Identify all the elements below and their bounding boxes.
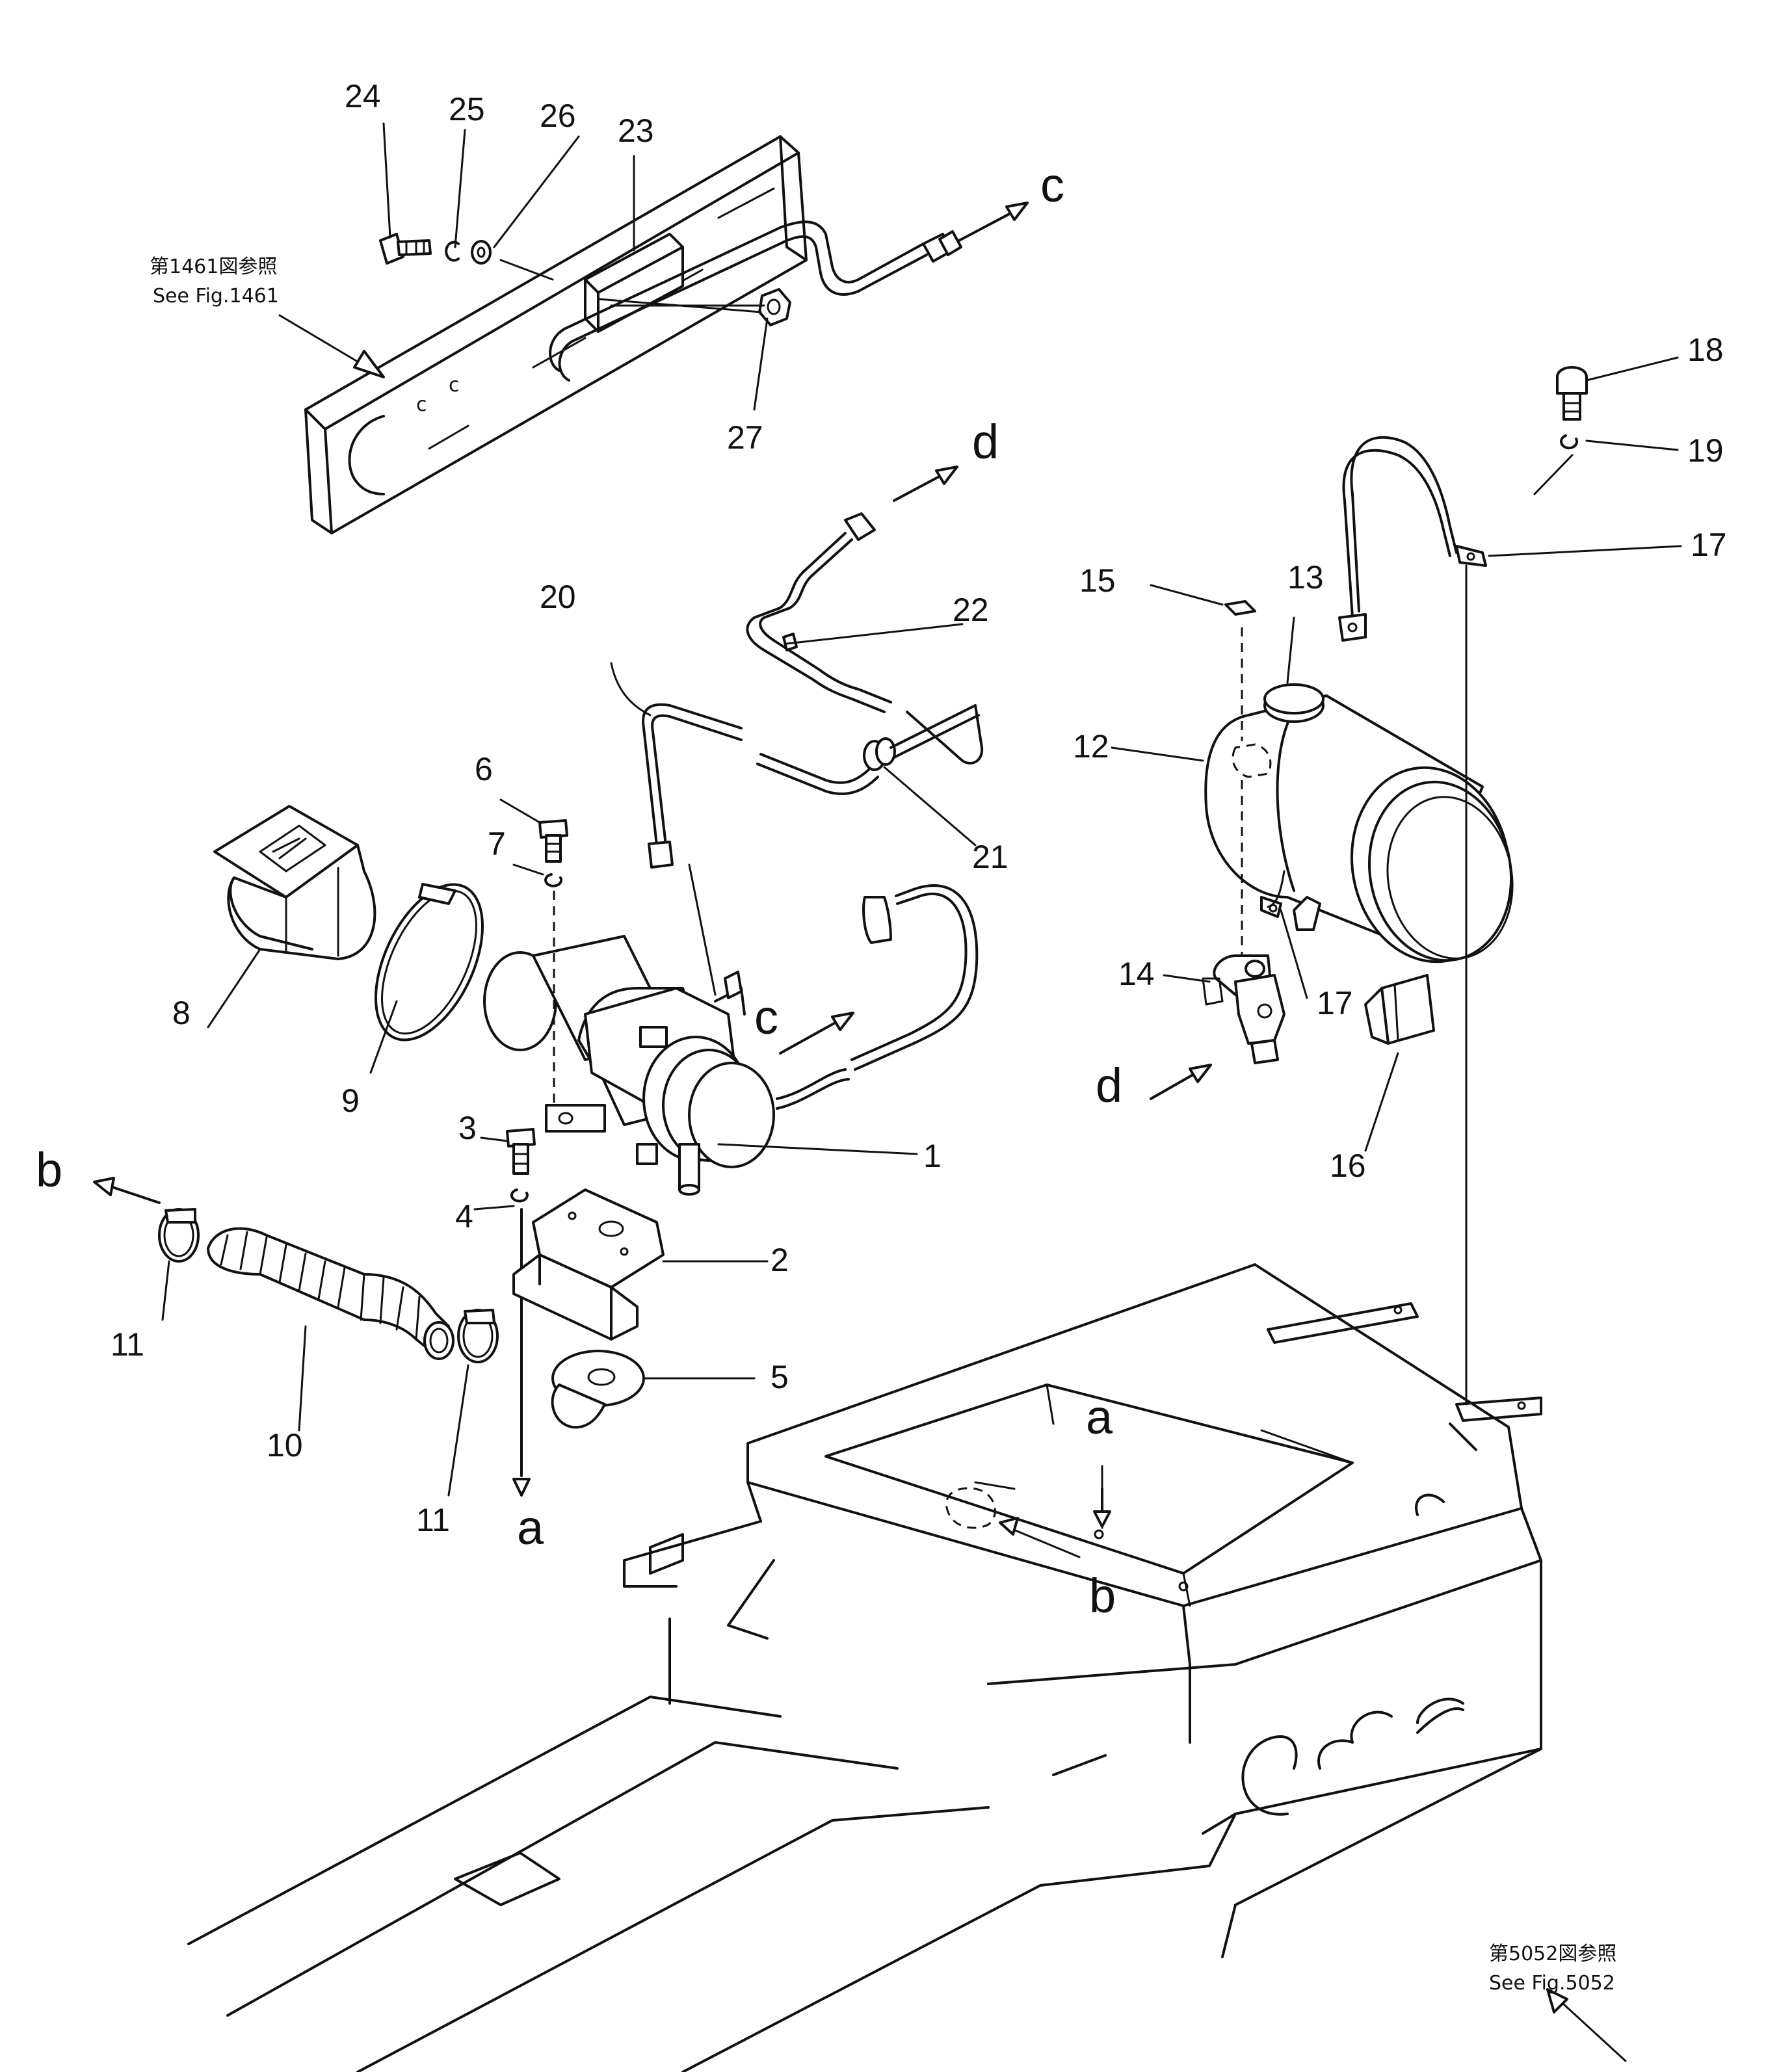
fuel-cap-13 xyxy=(1263,683,1324,723)
part-label-1: 1 xyxy=(923,1138,942,1174)
elbow-5 xyxy=(551,1350,645,1429)
pad-16 xyxy=(1364,974,1435,1045)
part-label-11-left: 11 xyxy=(111,1326,144,1363)
connection-c-top: c xyxy=(1040,158,1064,212)
reference-note-top: 第1461図参照 See Fig.1461 xyxy=(150,256,279,308)
part-label-23: 23 xyxy=(618,112,654,149)
connection-b-left: b xyxy=(36,1143,62,1197)
part-label-6: 6 xyxy=(475,751,493,787)
reference-top-line2: See Fig.1461 xyxy=(153,285,279,308)
part-label-10: 10 xyxy=(267,1427,303,1463)
leader-lines xyxy=(161,122,1682,2062)
pipe-to-c-upper xyxy=(549,220,962,382)
hose-clamp-11-left xyxy=(158,1208,200,1263)
part-label-20: 20 xyxy=(540,579,576,615)
reference-bottom-line2: See Fig.5052 xyxy=(1489,1972,1615,1995)
reference-top-line1: 第1461図参照 xyxy=(150,256,277,278)
part-label-8: 8 xyxy=(172,995,191,1031)
part-label-12: 12 xyxy=(1073,728,1109,765)
connection-letter-labels: c c d d b b a a xyxy=(36,158,1122,1623)
hose-clamp-9 xyxy=(374,883,484,1042)
mounting-bracket-2 xyxy=(512,1188,665,1341)
flexible-hose-10 xyxy=(207,1227,455,1360)
part-label-11-right: 11 xyxy=(416,1502,450,1538)
strainer-15 xyxy=(1224,600,1256,741)
part-label-17-low: 17 xyxy=(1317,985,1353,1021)
panel-mark-c2: c xyxy=(449,374,460,397)
part-label-22: 22 xyxy=(953,592,989,628)
connection-a-left: a xyxy=(517,1501,544,1554)
part-label-3: 3 xyxy=(458,1110,477,1146)
heater-assembly-1 xyxy=(483,935,775,1196)
bolt-6-washer-7 xyxy=(538,819,568,1105)
part-label-2: 2 xyxy=(771,1242,789,1278)
fuel-pipe-to-d-22 xyxy=(746,512,892,713)
part-label-21: 21 xyxy=(972,839,1008,875)
fuel-tank-12 xyxy=(1204,694,1514,964)
part-label-25: 25 xyxy=(449,91,485,127)
bolt-24-and-washers xyxy=(379,233,791,326)
connection-b-frame: b xyxy=(1089,1569,1116,1623)
part-label-19: 19 xyxy=(1687,432,1724,469)
part-label-13: 13 xyxy=(1287,559,1324,596)
tank-band-17 xyxy=(1338,436,1487,1406)
connection-d-low: d xyxy=(1096,1058,1122,1112)
part-label-14: 14 xyxy=(1118,956,1155,992)
part-label-4: 4 xyxy=(455,1198,473,1235)
air-duct-8 xyxy=(213,805,376,960)
part-label-16: 16 xyxy=(1330,1147,1366,1184)
part-label-17-top: 17 xyxy=(1691,527,1727,563)
part-label-7: 7 xyxy=(488,826,506,862)
reference-note-bottom: 第5052図参照 See Fig.5052 xyxy=(1489,1943,1616,1995)
part-label-24: 24 xyxy=(345,78,381,114)
hose-clamp-11-right xyxy=(457,1309,499,1363)
part-label-27: 27 xyxy=(727,419,763,456)
heater-pipe-to-c xyxy=(776,884,979,1110)
connection-c-mid: c xyxy=(754,990,778,1044)
connection-a-frame: a xyxy=(1086,1390,1113,1444)
panel-mark-c1: c xyxy=(416,393,427,416)
connection-arrows xyxy=(93,202,1568,2013)
part-label-26: 26 xyxy=(540,98,576,134)
connection-d-top: d xyxy=(972,415,999,469)
mounting-bracket-panel: c c xyxy=(304,135,808,534)
part-number-labels: 1 2 3 4 5 6 7 8 9 10 11 11 12 13 14 15 1… xyxy=(111,78,1727,1538)
main-frame xyxy=(187,1263,1542,2072)
bolt-3-washer-4 xyxy=(506,1128,536,1477)
part-label-15: 15 xyxy=(1079,562,1116,599)
fuel-pipe-20 xyxy=(642,703,879,869)
fuel-pipe-joint-21 xyxy=(863,704,984,771)
part-label-5: 5 xyxy=(771,1359,789,1395)
bolt-18-washer-19 xyxy=(1533,366,1588,495)
part-label-18: 18 xyxy=(1687,332,1724,368)
drain-valve-14 xyxy=(1202,780,1285,1064)
part-label-9: 9 xyxy=(341,1082,360,1119)
reference-bottom-line1: 第5052図参照 xyxy=(1489,1943,1616,1965)
